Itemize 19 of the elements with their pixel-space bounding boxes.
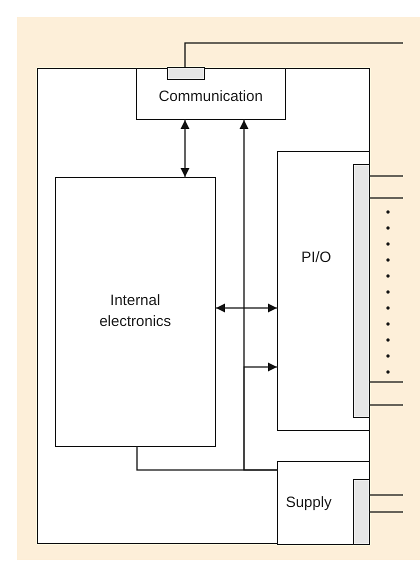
signal-line	[370, 511, 403, 513]
module-box	[54, 176, 216, 447]
module-label: PI/O	[301, 248, 332, 268]
module-label: Communication	[158, 86, 263, 107]
signal-line	[370, 404, 403, 406]
module-label: Internal electronics	[98, 291, 172, 332]
signal-line	[370, 197, 403, 199]
module-box	[276, 150, 370, 431]
signal-line	[370, 175, 403, 177]
signal-line	[370, 381, 403, 383]
module-label: Supply	[286, 492, 332, 513]
module-box	[136, 68, 286, 120]
connector-arrow	[180, 120, 190, 177]
connector-arrow	[243, 362, 277, 471]
connector-arrow	[216, 304, 277, 312]
device-outline	[37, 68, 370, 544]
signal-line	[370, 494, 403, 496]
signal-line	[184, 42, 403, 68]
module-box	[276, 460, 370, 545]
